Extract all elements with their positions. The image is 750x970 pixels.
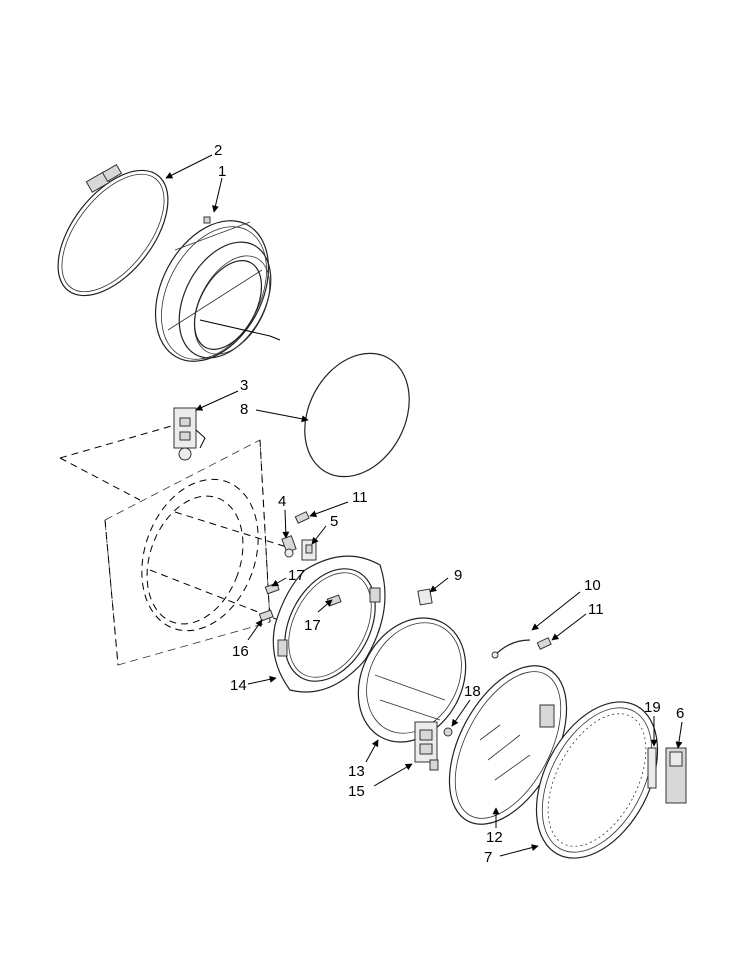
callout-19: 19 [644,699,661,716]
callout-9: 9 [454,567,462,584]
part-3-door-lock [173,407,206,461]
callout-3: 3 [240,377,248,394]
callout-12: 12 [486,829,503,846]
callout-14: 14 [230,677,247,694]
callout-2: 2 [214,142,222,159]
leader-lines [165,154,683,857]
callout-17-center: 17 [304,617,321,634]
callout-8: 8 [240,401,248,418]
part-11-screw-upper [294,511,310,524]
part-6-door-handle [665,747,687,804]
part-2-clamp-band [57,163,169,297]
callout-16: 16 [232,643,249,660]
part-7-outer-door-ring [535,701,659,859]
callout-11-lower: 11 [588,601,604,618]
part-10-wire [491,639,531,659]
callout-1: 1 [218,163,226,180]
part-17-screw-left [264,582,280,595]
part-4-screw [281,535,297,558]
part-5-hinge-bracket [301,539,317,561]
callout-4: 4 [278,493,286,510]
part-15-door-latch [414,721,439,771]
part-18-screw [443,727,453,737]
callout-17-left: 17 [288,567,305,584]
part-11-screw-lower [536,637,552,650]
part-14-inner-door-frame [272,555,386,693]
part-1-door-bellow [154,216,272,362]
callout-labels: 2 1 3 8 4 11 5 17 9 10 11 17 16 14 18 19… [214,142,684,866]
part-19-strip [647,747,657,789]
callout-6: 6 [676,705,684,722]
part-13-inner-door-glass [357,617,467,743]
callout-11-upper: 11 [352,489,368,506]
callout-10: 10 [584,577,601,594]
callout-13: 13 [348,763,365,780]
callout-18: 18 [464,683,481,700]
callout-15: 15 [348,783,365,800]
part-16-screw [258,609,274,622]
part-9-clip [417,588,433,606]
callout-5: 5 [330,513,338,530]
part-8-glass-seal [304,352,410,478]
callout-7: 7 [484,849,492,866]
